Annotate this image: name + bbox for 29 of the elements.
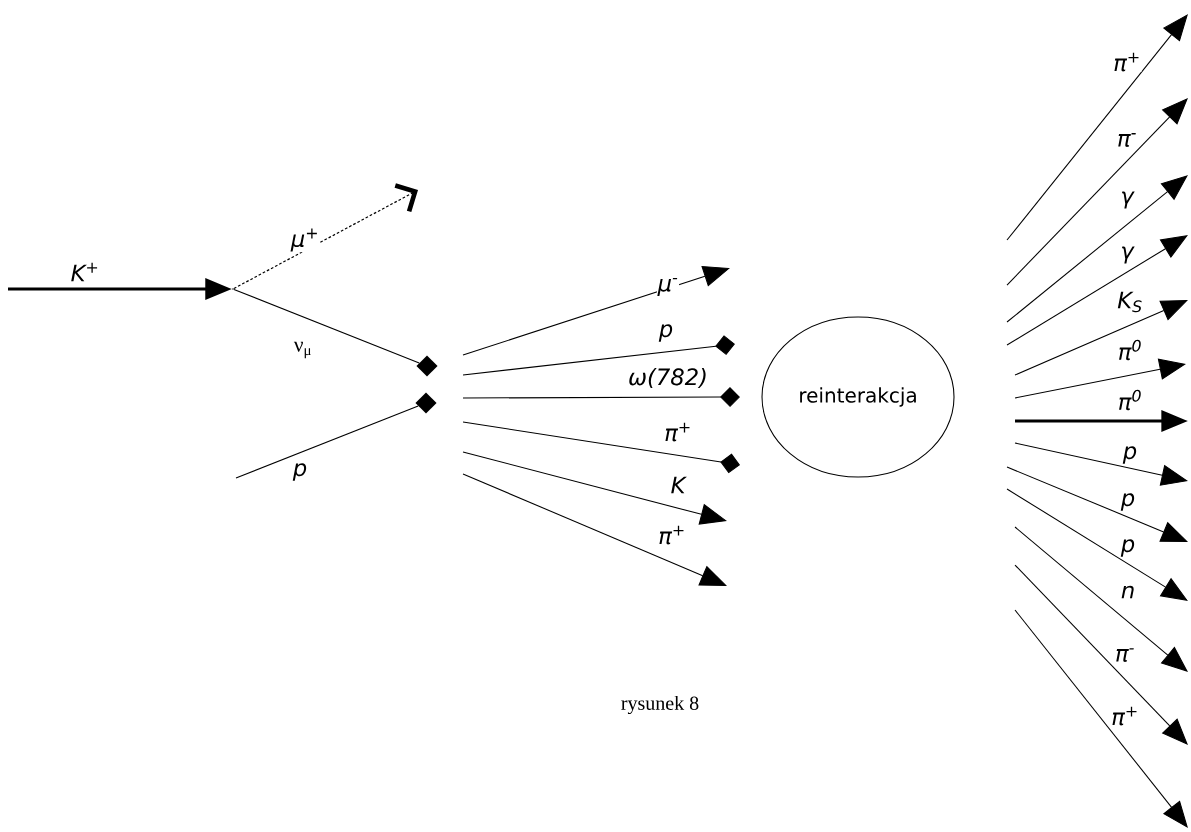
particle-label: n [1120, 585, 1136, 599]
particle-label: p [1120, 492, 1136, 512]
particle-label: μ$^{-}$ [656, 277, 680, 297]
particle-label: p [1120, 538, 1136, 558]
particle-label: π$^{+}$ [663, 421, 693, 443]
particle-label: π$^{+}$ [1112, 51, 1142, 73]
particle-label: π$^{-}$ [1116, 132, 1138, 148]
edge-label: μ$^{+}$ [290, 227, 320, 253]
particle-label: ω(782) [627, 367, 709, 389]
edge-label: p [292, 462, 308, 482]
particle-label: π$^{+}$ [657, 524, 687, 546]
particle-label: p [1122, 445, 1138, 465]
particle-track [233, 288, 420, 364]
particle-track [233, 183, 418, 290]
particle-label: K$_{S}$ [1116, 291, 1144, 313]
caption: rysunek 8 [621, 695, 699, 715]
edge-label: K$^{+}$ [69, 262, 101, 282]
particle-label: π$^{+}$ [1110, 705, 1140, 727]
particle-label: π$^{0}$ [1117, 339, 1143, 361]
particle-label: π$^{-}$ [1114, 647, 1136, 663]
particle-track [235, 405, 419, 479]
particle-label: p [658, 323, 674, 343]
particle-label: K [669, 476, 687, 494]
particle-label: γ [1119, 190, 1135, 210]
particle-label: γ [1119, 245, 1135, 265]
edge-label: ν$_{μ}$ [293, 341, 313, 359]
diamond-marker [415, 392, 437, 414]
particle-label: π$^{0}$ [1117, 389, 1143, 411]
diamond-marker [416, 355, 438, 377]
